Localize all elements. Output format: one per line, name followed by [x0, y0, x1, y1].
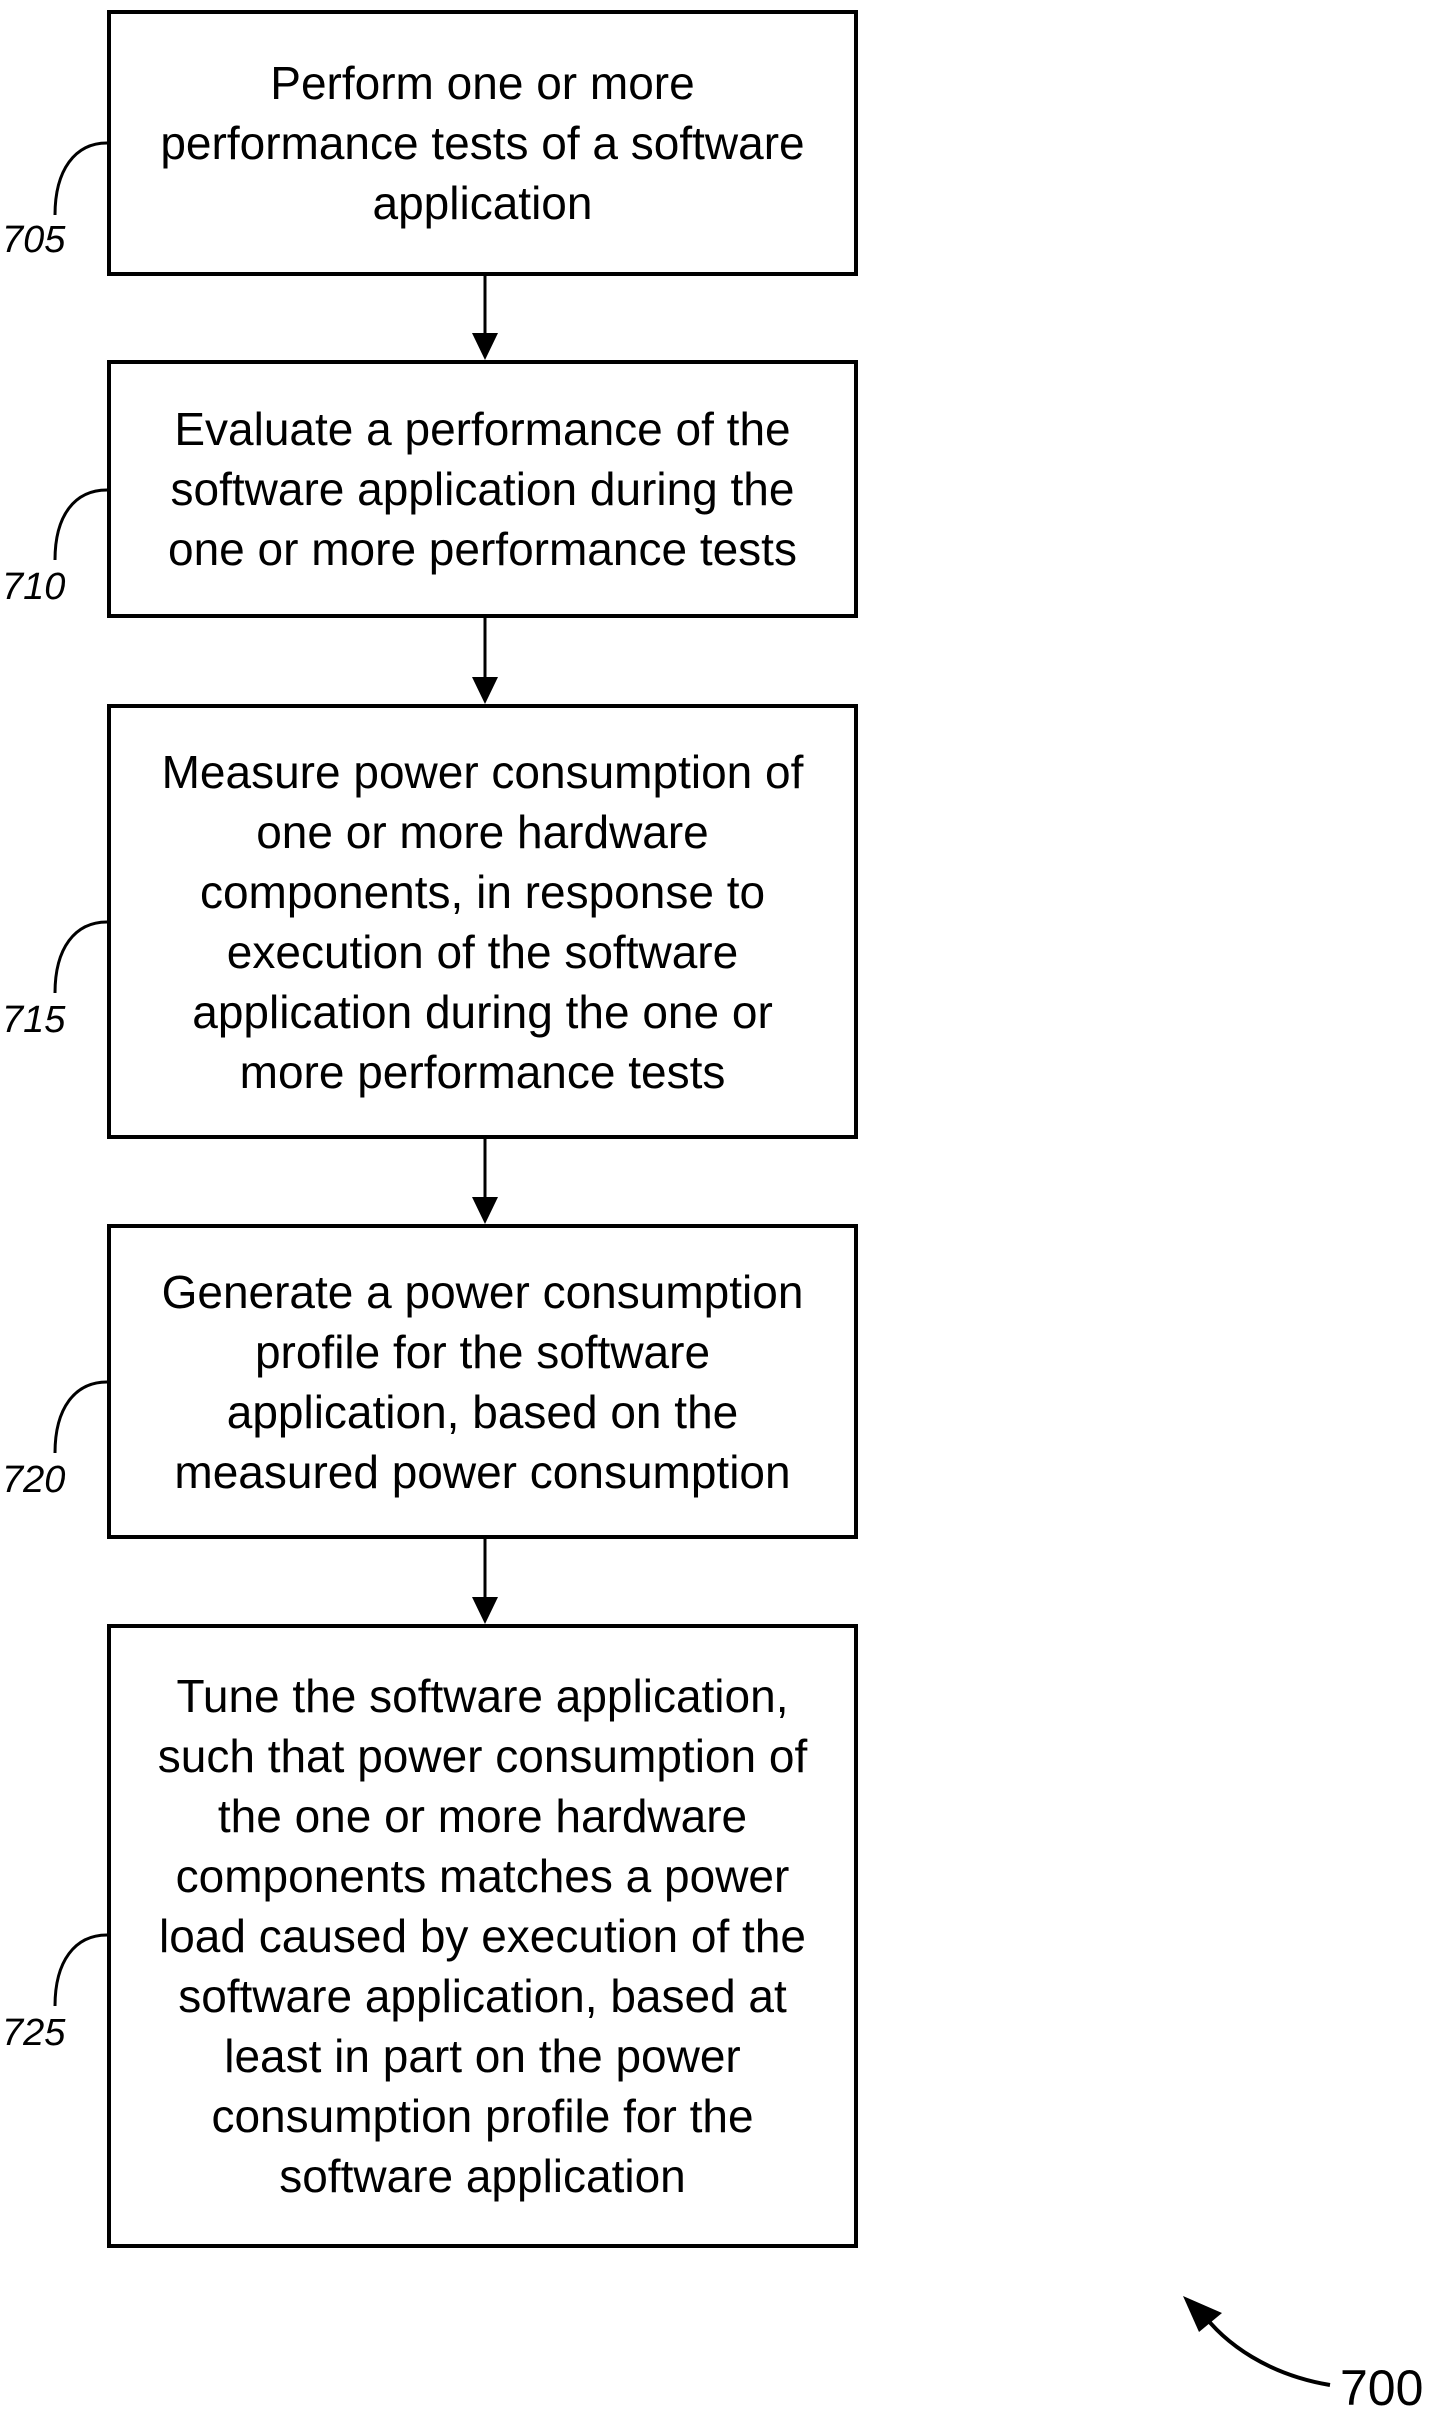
step-box-725: Tune the software application, such that… — [107, 1624, 858, 2248]
step-text-705: Perform one or more performance tests of… — [148, 53, 816, 233]
ref-label-720: 720 — [2, 1460, 65, 1500]
flow-arrow-715-720 — [472, 1138, 498, 1224]
step-text-725: Tune the software application, such that… — [146, 1666, 819, 2206]
step-box-705: Perform one or more performance tests of… — [107, 10, 858, 276]
step-box-720: Generate a power consumption profile for… — [107, 1224, 858, 1539]
step-text-710: Evaluate a performance of the software a… — [156, 399, 809, 579]
step-box-715: Measure power consumption of one or more… — [107, 704, 858, 1139]
step-text-715: Measure power consumption of one or more… — [150, 742, 816, 1102]
leader-line-715 — [55, 922, 107, 993]
ref-label-725: 725 — [2, 2013, 65, 2053]
flow-arrow-710-715 — [472, 617, 498, 704]
leader-line-725 — [55, 1935, 107, 2006]
ref-label-715: 715 — [2, 1000, 65, 1040]
leader-line-710 — [55, 490, 107, 560]
flow-arrow-705-710 — [472, 275, 498, 360]
flow-arrow-720-725 — [472, 1538, 498, 1624]
figure-arrow — [1183, 2296, 1330, 2385]
ref-label-705: 705 — [2, 220, 65, 260]
leader-line-720 — [55, 1382, 107, 1453]
leader-line-705 — [55, 143, 107, 215]
figure-number: 700 — [1340, 2362, 1423, 2414]
ref-label-710: 710 — [2, 567, 65, 607]
step-box-710: Evaluate a performance of the software a… — [107, 360, 858, 618]
step-text-720: Generate a power consumption profile for… — [150, 1262, 816, 1502]
